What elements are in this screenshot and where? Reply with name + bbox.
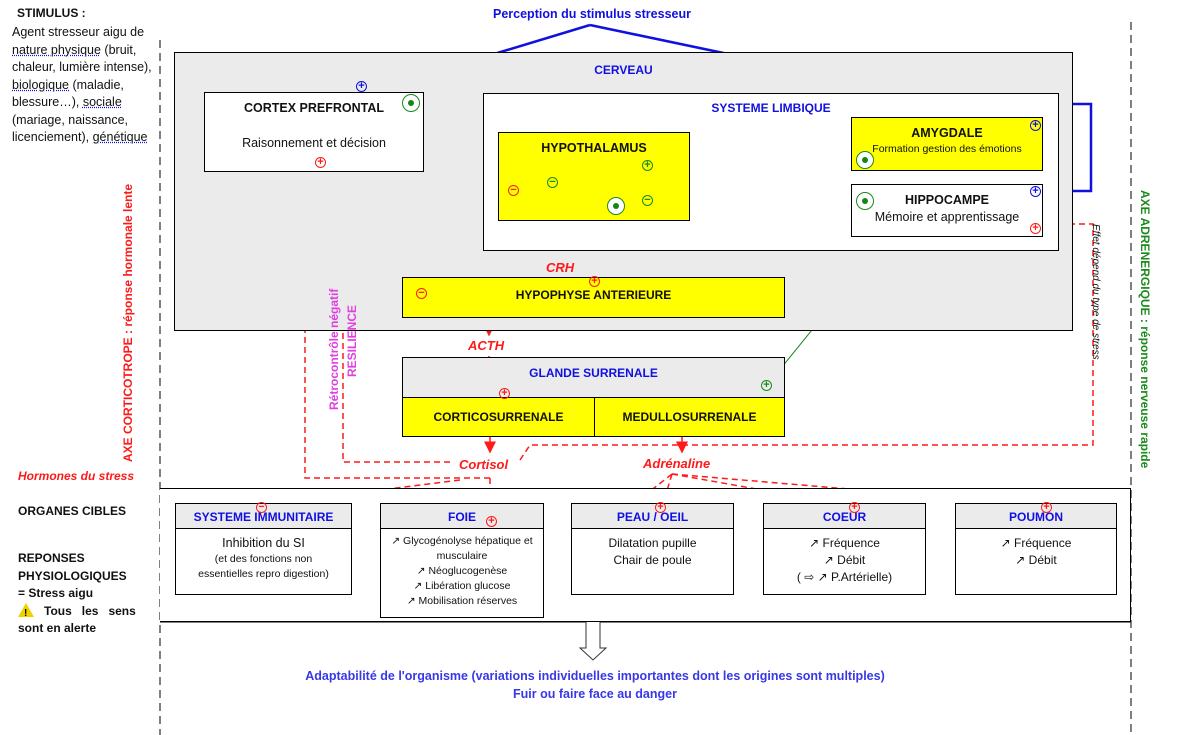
neuron-dot-icon [856,151,874,169]
hippocampe-box: HIPPOCAMPE Mémoire et apprentissage [851,184,1043,237]
reponses-line2: PHYSIOLOGIQUES [18,568,127,583]
neuron-dot-icon [607,197,625,215]
organ-body: Dilatation pupille Chair de poule [608,536,697,567]
organ-body: ↗ Fréquence ↗ Débit ( ⇨ ↗ P.Artérielle) [796,536,893,584]
organ-foie: FOIE ↗ Glycogénolyse hépatique et muscul… [380,503,544,618]
plus-icon: + [1030,223,1041,234]
plus-icon: + [356,81,367,92]
plus-icon: + [642,160,653,171]
hypophyse-title: HYPOPHYSE ANTERIEURE [515,288,672,302]
organ-title: COEUR [764,504,925,529]
neuron-dot-icon [856,192,874,210]
adrenaline-label: Adrénaline [643,456,711,471]
hypothalamus-box: HYPOTHALAMUS [498,132,690,221]
cortisol-label: Cortisol [459,457,509,472]
hippocampe-sub: Mémoire et apprentissage [874,210,1020,224]
reponses-label: REPONSES PHYSIOLOGIQUES = Stress aigu ! T… [18,550,136,638]
retrocontrole-label: Rétrocontrôle négatif [327,288,341,410]
plus-icon: + [761,380,772,391]
glande-title: GLANDE SURRENALE [529,366,658,380]
plus-icon: + [1030,186,1041,197]
warning-icon: ! [18,602,34,619]
minus-icon: − [547,177,558,188]
cortisol-to-immunitaire [260,479,461,510]
plus-icon: + [499,388,510,399]
axe-adrenergique-label: AXE ADRENERGIQUE : réponse nerveuse rapi… [1138,190,1152,469]
organ-body: Inhibition du SI (et des fonctions non e… [198,536,329,580]
amygdale-box: AMYGDALE Formation gestion des émotions [851,117,1043,171]
organ-peau-oeil: PEAU / OEIL Dilatation pupille Chair de … [571,503,734,595]
minus-icon: − [508,185,519,196]
hormones-du-stress-label: Hormones du stress [18,469,135,483]
plus-icon: + [486,516,497,527]
axe-corticotrope-label: AXE CORTICOTROPE : réponse hormonale len… [121,183,135,462]
plus-icon: + [1041,502,1052,513]
limbique-title: SYSTEME LIMBIQUE [711,101,831,115]
hypothalamus-title: HYPOTHALAMUS [541,141,647,155]
conclusion-line2: Fuir ou faire face au danger [513,687,677,701]
hippocampe-title: HIPPOCAMPE [904,193,990,207]
conclusion-line1: Adaptabilité de l'organisme (variations … [305,669,885,683]
stimulus-description: Agent stresseur aigu de nature physique … [12,25,152,144]
plus-icon: + [849,502,860,513]
organes-cibles-label: ORGANES CIBLES [18,504,127,518]
reponses-line1: REPONSES [18,551,85,565]
neuron-dot-icon [402,94,420,112]
acth-label: ACTH [468,338,505,353]
medullosurrenale-box: MEDULLOSURRENALE [594,397,785,437]
organ-title: POUMON [956,504,1116,529]
amygdale-title: AMYGDALE [911,126,983,140]
organ-systeme-immunitaire: SYSTEME IMMUNITAIRE Inhibition du SI (et… [175,503,352,595]
minus-icon: − [256,502,267,513]
warning-line1: Tous les sens [44,603,136,618]
warning-line2: sont en alerte [18,621,97,635]
result-arrow [578,622,608,661]
stimulus-title: STIMULUS : [17,6,86,20]
crh-label: CRH [546,260,575,275]
medullo-title: MEDULLOSURRENALE [622,410,757,424]
adrenaline-to-peau [659,473,673,509]
perception-label: Perception du stimulus stresseur [493,7,691,21]
plus-icon: + [315,157,326,168]
plus-icon: + [589,276,600,287]
minus-icon: − [416,288,427,299]
organ-title: PEAU / OEIL [572,504,733,529]
corticosurrenale-box: CORTICOSURRENALE [402,397,595,437]
cerveau-title: CERVEAU [594,63,653,77]
organ-title: FOIE [381,504,543,529]
resilience-label: RESILIENCE [345,304,359,377]
organ-coeur: COEUR ↗ Fréquence ↗ Débit ( ⇨ ↗ P.Artéri… [763,503,926,595]
stress-aigu-label: = Stress aigu [18,586,94,600]
effet-label: Effet dépend du type de stress [1090,224,1101,360]
plus-icon: + [655,502,666,513]
cortico-title: CORTICOSURRENALE [433,410,564,424]
minus-icon: − [642,195,653,206]
plus-icon: + [1030,120,1041,131]
amygdale-sub: Formation gestion des émotions [872,143,1022,155]
organ-poumon: POUMON ↗ Fréquence ↗ Débit [955,503,1117,595]
cortex-prefrontal-box: CORTEX PREFRONTAL Raisonnement et décisi… [204,92,424,172]
cortex-title: CORTEX PREFRONTAL [243,101,385,115]
organ-body: ↗ Fréquence ↗ Débit [1000,536,1072,567]
conclusion-text: Adaptabilité de l'organisme (variations … [0,667,1190,703]
hypophyse-box: HYPOPHYSE ANTERIEURE [402,277,785,318]
cortex-sub: Raisonnement et décision [242,136,386,150]
adrenaline-to-hippocampe [519,218,1094,461]
organ-body: ↗ Glycogénolyse hépatique et musculaire … [391,535,533,607]
